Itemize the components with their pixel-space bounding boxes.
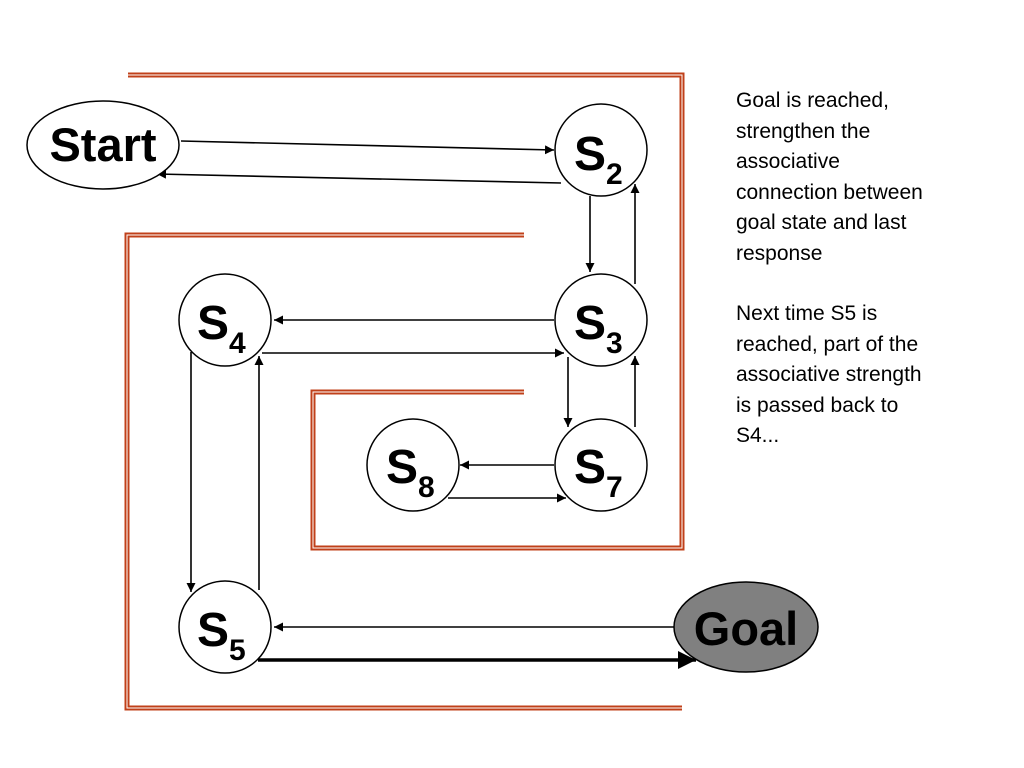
note-line: connection between bbox=[736, 180, 923, 204]
edges bbox=[156, 140, 696, 669]
node-s7: S7 bbox=[554, 418, 648, 512]
node-s4-label: S4 bbox=[197, 297, 246, 360]
edge-start-to-s2 bbox=[180, 140, 555, 155]
node-s8: S8 bbox=[366, 418, 460, 512]
node-s3: S3 bbox=[554, 273, 648, 367]
node-s2-label: S2 bbox=[574, 128, 623, 191]
note-line: reached, part of the bbox=[736, 332, 919, 356]
note-line: S4... bbox=[736, 424, 780, 447]
note-line: is passed back to bbox=[736, 393, 899, 417]
spiral-path-inner-highlight bbox=[126, 234, 682, 709]
spiral-path bbox=[124, 72, 685, 711]
note-goal-reached: Goal is reached, strengthen the associat… bbox=[736, 86, 996, 269]
node-s5-label: S5 bbox=[197, 604, 246, 667]
node-s7-label: S7 bbox=[574, 441, 623, 504]
note-line: associative bbox=[736, 150, 840, 173]
note-line: Goal is reached, bbox=[736, 89, 889, 112]
node-start-label: Start bbox=[49, 118, 156, 171]
node-start: Start bbox=[26, 100, 180, 190]
note-line: response bbox=[736, 241, 823, 265]
note-line: strengthen the bbox=[736, 119, 871, 143]
note-line: goal state and last bbox=[736, 211, 907, 234]
node-s8-label: S8 bbox=[386, 441, 435, 504]
spiral-path-outer-highlight bbox=[128, 74, 683, 549]
node-s5: S5 bbox=[178, 580, 272, 674]
edge-s2-to-start bbox=[156, 169, 562, 184]
note-line: Next time S5 is bbox=[736, 302, 878, 325]
node-s2: S2 bbox=[554, 103, 648, 197]
node-goal: Goal bbox=[673, 581, 819, 673]
note-line: associative strength bbox=[736, 363, 922, 386]
node-s4: S4 bbox=[178, 273, 272, 367]
annotation-notes: Goal is reached, strengthen the associat… bbox=[736, 86, 996, 482]
note-next-time: Next time S5 is reached, part of the ass… bbox=[736, 299, 996, 452]
node-s3-label: S3 bbox=[574, 297, 623, 360]
node-goal-label: Goal bbox=[694, 602, 798, 655]
